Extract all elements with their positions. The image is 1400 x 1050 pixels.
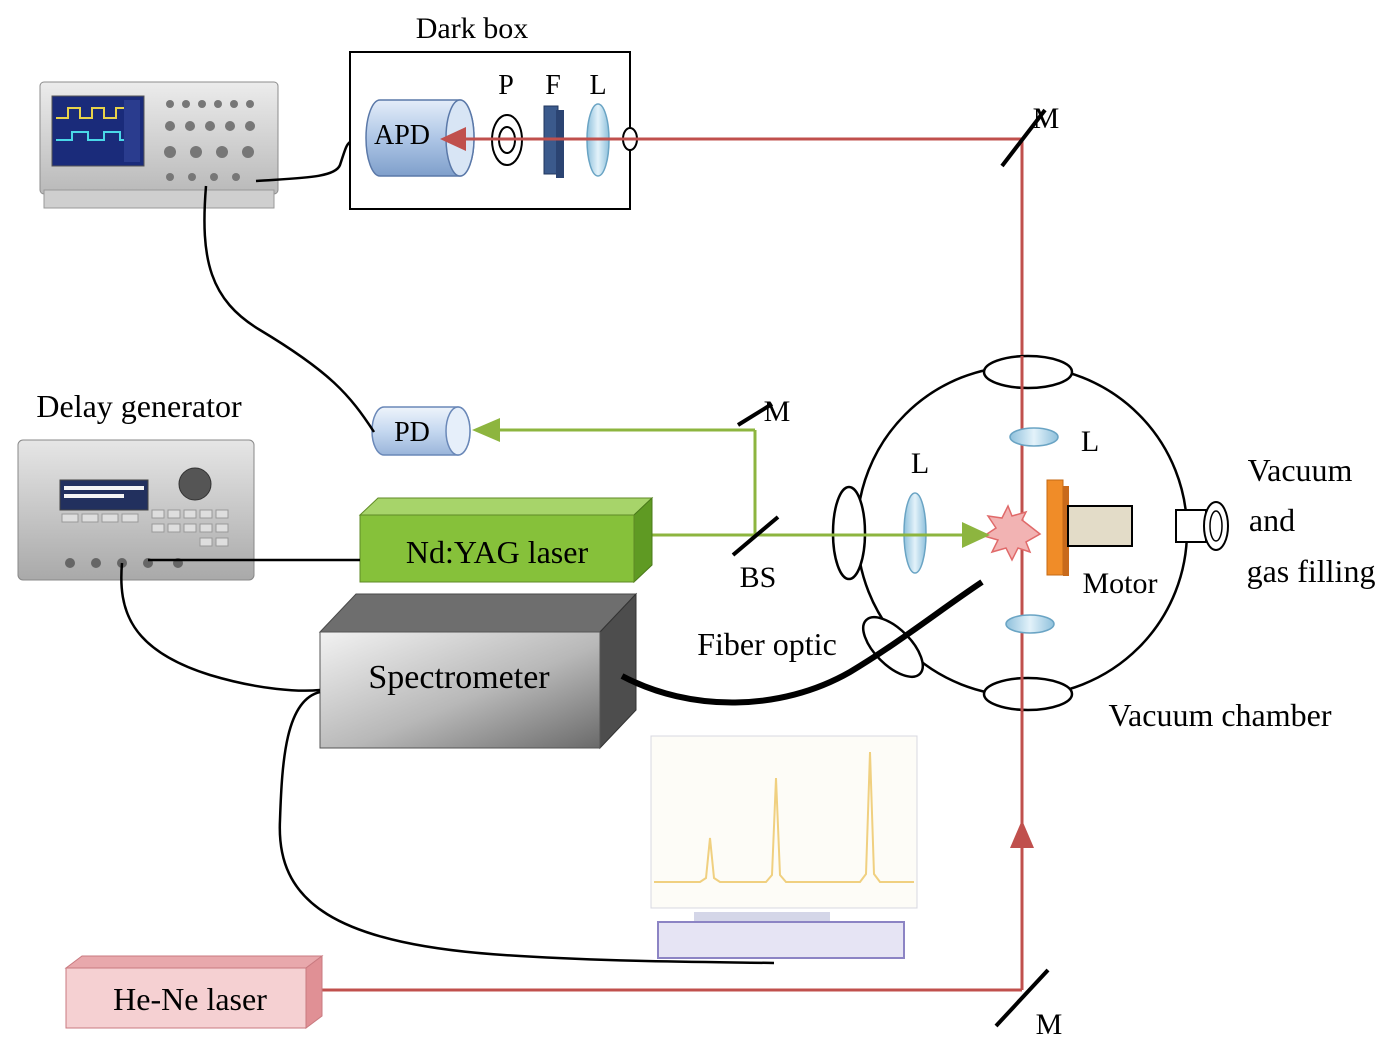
ndyag-laser-label: Nd:YAG laser — [406, 534, 589, 570]
oscilloscope — [39, 81, 279, 209]
polarizer-label: P — [498, 70, 514, 101]
ndyag-laser — [358, 496, 654, 584]
spectrum-trace — [654, 751, 914, 883]
apd-detector — [365, 99, 475, 177]
chamber-lens-left — [903, 492, 927, 574]
chamber-lens-top — [1009, 427, 1059, 447]
vacuum-label-2: and — [1249, 502, 1295, 538]
beam-splitter — [731, 515, 780, 557]
motor-label: Motor — [1083, 567, 1158, 600]
pd-beam-arrow — [472, 418, 500, 442]
beam-splitter-label: BS — [740, 561, 777, 594]
spectrometer — [318, 592, 638, 750]
chamber-lens-bottom — [1005, 614, 1055, 634]
filter — [543, 105, 564, 178]
mirror-top — [1000, 108, 1047, 168]
delay-generator — [17, 439, 255, 581]
motor — [1067, 505, 1133, 547]
target-edge — [1063, 486, 1069, 576]
chamber-port-left — [831, 485, 867, 581]
spectrometer-label: Spectrometer — [368, 659, 550, 696]
vacuum-label-1: Vacuum — [1248, 452, 1353, 488]
mirror-bottom — [994, 968, 1050, 1028]
fiber-optic-label: Fiber optic — [697, 626, 837, 662]
hene-laser — [64, 955, 324, 1029]
pd-detector — [371, 406, 471, 456]
chamber-lens-top-label: L — [1081, 425, 1099, 458]
monitor-base — [657, 921, 905, 959]
target — [1046, 479, 1064, 576]
mirror-mid-label: M — [764, 395, 791, 428]
mirror-top-label: M — [1033, 102, 1060, 135]
pd-label: PD — [394, 417, 430, 448]
hene-beam-arrow — [1010, 820, 1034, 848]
plasma-spark — [982, 504, 1042, 562]
yag-beam — [498, 428, 966, 537]
signal-cables — [120, 141, 775, 965]
filter-label: F — [545, 70, 561, 101]
chamber-lens-left-label: L — [911, 447, 929, 480]
mirror-mid — [736, 402, 774, 427]
hene-laser-label: He-Ne laser — [113, 981, 267, 1017]
vacuum-chamber-label: Vacuum chamber — [1108, 697, 1331, 733]
darkbox-lens-label: L — [589, 70, 606, 101]
mirror-bottom-label: M — [1036, 1008, 1063, 1041]
vacuum-label-3: gas filling — [1247, 553, 1376, 589]
apd-beam-arrow — [440, 127, 466, 151]
yag-beam-arrow — [962, 522, 990, 548]
chamber-port-top — [982, 354, 1074, 390]
apd-label: APD — [374, 120, 430, 151]
chamber-port-bottom — [982, 676, 1074, 712]
fiber-optic-cable — [620, 579, 984, 706]
dark-box-label: Dark box — [416, 12, 528, 45]
spectrum-monitor — [650, 735, 918, 959]
delay-generator-label: Delay generator — [36, 388, 242, 424]
vacuum-port — [1175, 501, 1229, 551]
